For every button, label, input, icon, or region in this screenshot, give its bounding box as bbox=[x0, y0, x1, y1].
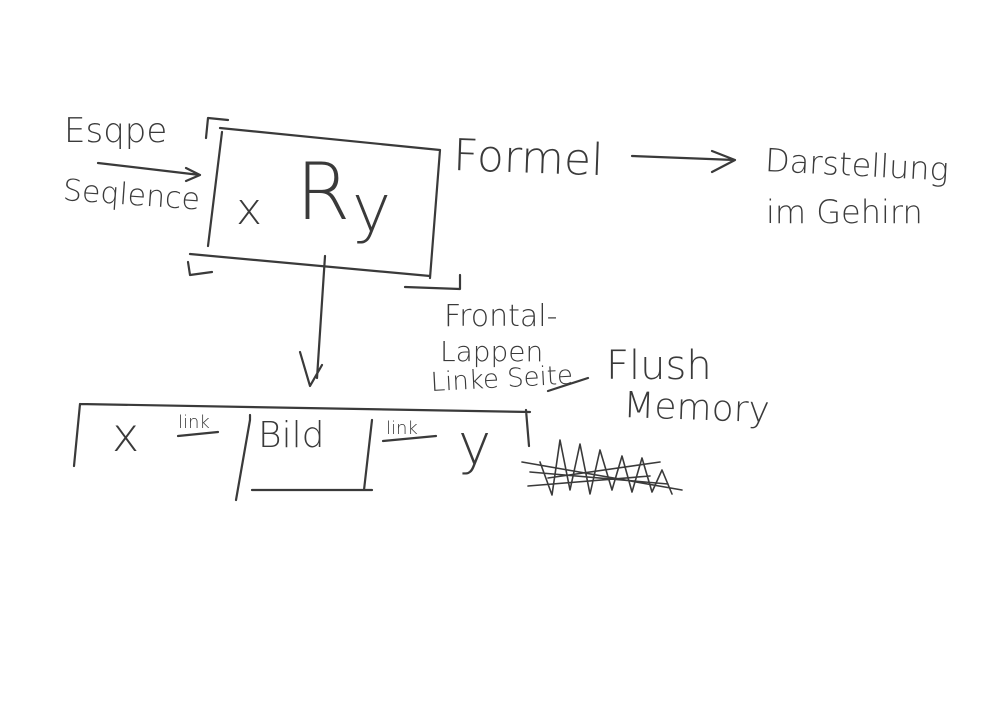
box-y: y bbox=[352, 170, 392, 247]
link-left-label: link bbox=[178, 412, 210, 433]
escape-label-line1: Esqpe bbox=[64, 111, 168, 151]
frontal-label-line3: Linke Seite bbox=[429, 360, 574, 398]
formel-arrow bbox=[630, 149, 737, 174]
darstellung-label-line1: Darstellung bbox=[764, 141, 950, 189]
darstellung-label-line2: im Gehirn bbox=[766, 193, 923, 231]
frontal-label-line1: Frontal- bbox=[444, 299, 558, 334]
box-R: R bbox=[296, 148, 351, 238]
link-left-underline bbox=[176, 430, 220, 438]
box-x: x bbox=[236, 184, 263, 235]
box-corner-bottom-left bbox=[186, 260, 214, 277]
sequence-bracket bbox=[72, 402, 532, 468]
escape-arrow bbox=[96, 161, 202, 183]
box-corner-bottom-right bbox=[403, 273, 462, 291]
bild-box bbox=[234, 413, 374, 502]
formel-label: Formel bbox=[452, 130, 605, 187]
bottom-x: x bbox=[112, 408, 140, 462]
link-right-label: link bbox=[386, 418, 418, 439]
down-arrow bbox=[298, 254, 327, 388]
formula-box bbox=[188, 126, 442, 280]
link-right-underline bbox=[381, 434, 438, 443]
bild-label: Bild bbox=[258, 415, 325, 456]
scribble bbox=[521, 439, 683, 496]
bottom-y: y bbox=[458, 413, 492, 478]
box-corner-top-left bbox=[204, 116, 230, 140]
flush-label-line2: Memory bbox=[622, 385, 771, 432]
flush-label-line1: Flush bbox=[606, 343, 712, 389]
frontal-label-line2: Lappen bbox=[440, 335, 544, 368]
flush-arrow bbox=[546, 376, 590, 393]
